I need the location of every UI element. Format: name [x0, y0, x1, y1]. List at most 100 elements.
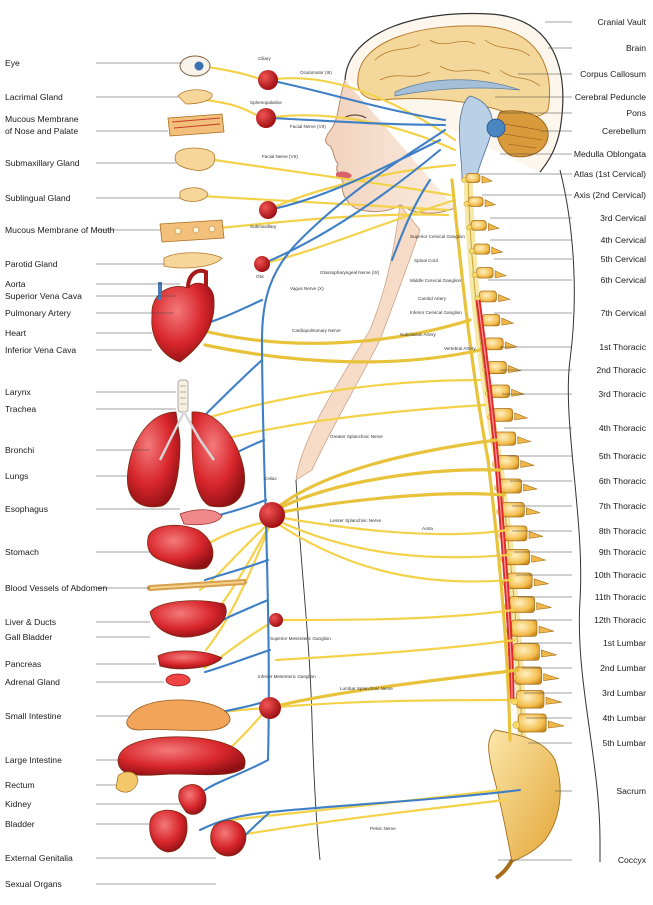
label-thoracic-4: 4th Thoracic [599, 423, 647, 433]
chain-ganglion [469, 248, 475, 254]
vertebra [468, 196, 484, 207]
label-bladder: Bladder [5, 819, 35, 829]
label-inferior-vena-cava: Inferior Vena Cava [5, 345, 76, 355]
label-thoracic-5: 5th Thoracic [599, 451, 647, 461]
inner-lumbar-splanchnic: Lumbar Splanchnic Nerve [340, 686, 393, 691]
inner-cardiopulmonary: Cardiopulmonary Nerve [292, 328, 341, 333]
trachea-organ [177, 379, 189, 413]
label-kidney: Kidney [5, 799, 32, 809]
inner-aorta: Aorta [422, 526, 433, 531]
label-thoracic-8: 8th Thoracic [599, 526, 647, 536]
liver-organ [149, 600, 227, 638]
bladder-organ [149, 809, 188, 853]
label-cervical-4: 4th Cervical [601, 235, 646, 245]
right-lung [191, 411, 246, 508]
spinous-process [541, 649, 557, 658]
spinous-process [517, 436, 532, 445]
submaxillary-ganglion [259, 201, 277, 219]
label-lacrimal-gland: Lacrimal Gland [5, 92, 63, 102]
spinous-process [508, 365, 522, 373]
label-lumbar-1: 1st Lumbar [603, 638, 646, 648]
coccyx [494, 859, 514, 880]
label-rectum: Rectum [5, 780, 35, 790]
label-eye: Eye [5, 58, 20, 68]
label-pulmonary-artery: Pulmonary Artery [5, 308, 72, 318]
ganglia [254, 70, 285, 719]
spinous-process [526, 507, 541, 516]
vertebra [470, 220, 487, 231]
label-lungs: Lungs [5, 471, 28, 481]
vertebra [465, 173, 481, 183]
inner-inferior-cervical: Inferior Cervical Ganglion [410, 310, 462, 315]
leader-lines [96, 21, 572, 885]
label-thoracic-2: 2nd Thoracic [596, 365, 646, 375]
spinous-process [494, 270, 508, 279]
label-pons: Pons [626, 108, 646, 118]
label-axis: Axis (2nd Cervical) [574, 190, 646, 200]
inner-celiac: Celiac [264, 476, 277, 481]
spinous-process [501, 317, 515, 326]
spinous-process [488, 222, 500, 231]
label-liver-ducts: Liver & Ducts [5, 617, 56, 627]
vertebra [484, 337, 504, 351]
label-bronchi: Bronchi [5, 445, 34, 455]
label-thoracic-10: 10th Thoracic [594, 570, 647, 580]
label-aorta: Aorta [5, 279, 26, 289]
inner-subclavian: Subclavian Artery [400, 332, 436, 337]
inner-superior-mesenteric: Superior Mesenteric Ganglion [270, 636, 331, 641]
label-esophagus: Esophagus [5, 504, 48, 514]
vertebra [494, 431, 517, 446]
sublingual-organ [179, 187, 209, 202]
label-thoracic-7: 7th Thoracic [599, 501, 647, 511]
label-thoracic-12: 12th Thoracic [594, 615, 647, 625]
vertebra [481, 314, 501, 327]
spinous-process [547, 720, 565, 729]
vertebra [492, 408, 514, 422]
inner-vertebral: Vertebral Artery [444, 346, 476, 351]
spinous-process [511, 388, 526, 397]
label-cerebellum: Cerebellum [602, 126, 646, 136]
label-cranial-vault: Cranial Vault [597, 17, 646, 27]
vertebra [511, 619, 538, 637]
inner-sphenopalatine: Sphenopalatine [250, 100, 282, 105]
label-coccyx: Coccyx [618, 855, 647, 865]
label-large-intestine: Large Intestine [5, 755, 62, 765]
label-cervical-3: 3rd Cervical [600, 213, 646, 223]
inner-spinal-cord: Spinal Cord [414, 258, 438, 263]
spinous-process [520, 459, 536, 468]
vertebra [487, 361, 507, 374]
rectum-organ [115, 771, 139, 793]
label-cervical-5: 5th Cervical [601, 254, 646, 264]
spinous-process [533, 578, 549, 587]
spinous-process [481, 175, 493, 184]
label-adrenal-gland: Adrenal Gland [5, 677, 60, 687]
spinous-process [484, 199, 497, 208]
celiac-ganglion [259, 502, 285, 528]
spinous-process [523, 483, 539, 492]
label-thoracic-6: 6th Thoracic [599, 476, 647, 486]
spinous-process [504, 341, 519, 350]
inner-carotid: Carotid Artery [418, 296, 447, 301]
inner-facial-vii: Facial Nerve (VII) [290, 124, 326, 129]
parotid-organ [163, 252, 223, 269]
label-sublingual-gland: Sublingual Gland [5, 193, 71, 203]
label-cervical-7: 7th Cervical [601, 308, 646, 318]
pancreas-organ [157, 650, 223, 670]
inner-ciliary: Ciliary [258, 56, 271, 61]
label-thoracic-3: 3rd Thoracic [598, 389, 646, 399]
spinous-process [528, 531, 544, 539]
mucous-nose-organ [167, 113, 225, 137]
vertebra [489, 384, 510, 398]
spinous-process [514, 412, 529, 421]
inner-otic: Otic [256, 274, 265, 279]
otic-ganglion [254, 256, 270, 272]
label-lumbar-5: 5th Lumbar [603, 738, 647, 748]
inferior-mesenteric-ganglion [259, 697, 281, 719]
label-stomach: Stomach [5, 547, 39, 557]
large-intestine-organ [117, 736, 246, 776]
heart-organ [151, 282, 215, 363]
vertebra [512, 643, 540, 661]
spinous-process [498, 294, 511, 302]
